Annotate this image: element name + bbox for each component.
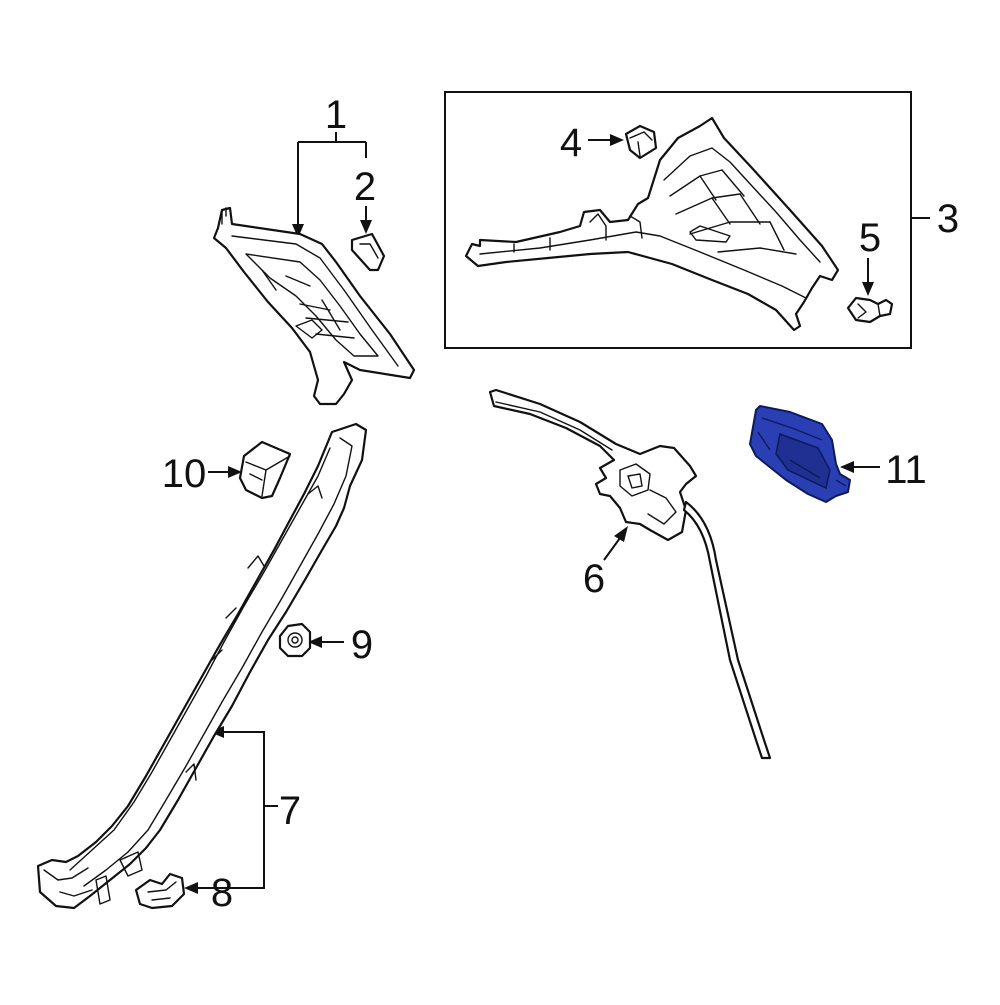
- arrow-9: [308, 636, 322, 648]
- callout-label-4: 4: [560, 121, 582, 165]
- callout-label-1: 1: [325, 93, 347, 137]
- callout-label-8: 8: [211, 871, 233, 915]
- part-3-quarter-trim: [464, 116, 840, 332]
- part-2-clip: [350, 232, 386, 272]
- arrow-10: [228, 466, 242, 478]
- part-7-lower-trim: [36, 422, 368, 910]
- callout-label-9: 9: [351, 623, 373, 667]
- arrow-8: [184, 882, 198, 894]
- callout-label-10: 10: [162, 452, 207, 496]
- callout-label-2: 2: [354, 165, 376, 209]
- part-6-belt-guide: [488, 388, 772, 760]
- arrow-11: [840, 461, 854, 473]
- part-8-clip: [134, 872, 186, 910]
- part-4-clip: [624, 124, 658, 160]
- callout-label-7: 7: [279, 789, 301, 833]
- arrow-6: [614, 526, 628, 542]
- part-3-frame: [444, 91, 912, 349]
- part-10-clip: [238, 440, 292, 500]
- arrow-1: [292, 224, 304, 238]
- arrow-2: [360, 220, 372, 234]
- leader-6: [603, 537, 621, 561]
- leader-1: [297, 132, 367, 226]
- part-11-detail: [757, 417, 847, 487]
- part-5-fastener: [846, 296, 894, 324]
- part-11-module: [749, 405, 851, 503]
- part-9-nut: [278, 622, 312, 658]
- part-1-upper-trim: [212, 206, 416, 406]
- leader-7: [198, 731, 278, 889]
- callout-label-11: 11: [885, 448, 927, 492]
- callout-label-6: 6: [583, 557, 605, 601]
- part-11-face: [775, 432, 831, 490]
- arrow-4: [610, 134, 624, 146]
- arrow-5: [862, 282, 874, 296]
- callout-label-3: 3: [937, 197, 959, 241]
- callout-label-5: 5: [859, 216, 881, 260]
